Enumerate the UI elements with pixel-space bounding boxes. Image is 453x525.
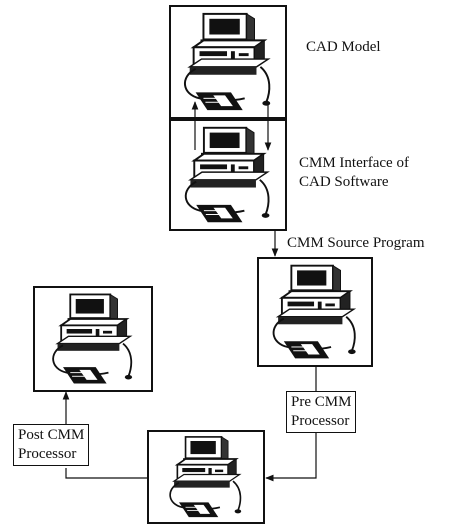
- workstation-post-output: [33, 286, 153, 392]
- arrow-pre-processor-to-machine: [265, 432, 317, 482]
- workstation-cmm-source: [257, 257, 373, 367]
- workstation-cad-model: [169, 5, 287, 119]
- cmm-interface-label-line2: CAD Software: [299, 174, 389, 190]
- cmm-interface-label-line1: CMM Interface of: [299, 155, 409, 171]
- pre-cmm-processor-box: Pre CMM Processor: [286, 391, 357, 433]
- post-cmm-processor-line1: Post CMM: [18, 427, 85, 443]
- pre-cmm-processor-line1: Pre CMM: [291, 394, 352, 410]
- workstation-cmm-interface: [169, 119, 287, 231]
- workstation-cmm-machine: [147, 430, 265, 524]
- line-machine-to-post-processor: [65, 468, 148, 479]
- cmm-source-program-label: CMM Source Program: [287, 235, 425, 251]
- cad-model-label: CAD Model: [306, 39, 381, 55]
- post-cmm-processor-line2: Processor: [18, 446, 77, 462]
- post-cmm-processor-box: Post CMM Processor: [13, 424, 90, 466]
- pre-cmm-processor-line2: Processor: [291, 413, 350, 429]
- cmm-interface-label: CMM Interface of CAD Software: [299, 154, 409, 192]
